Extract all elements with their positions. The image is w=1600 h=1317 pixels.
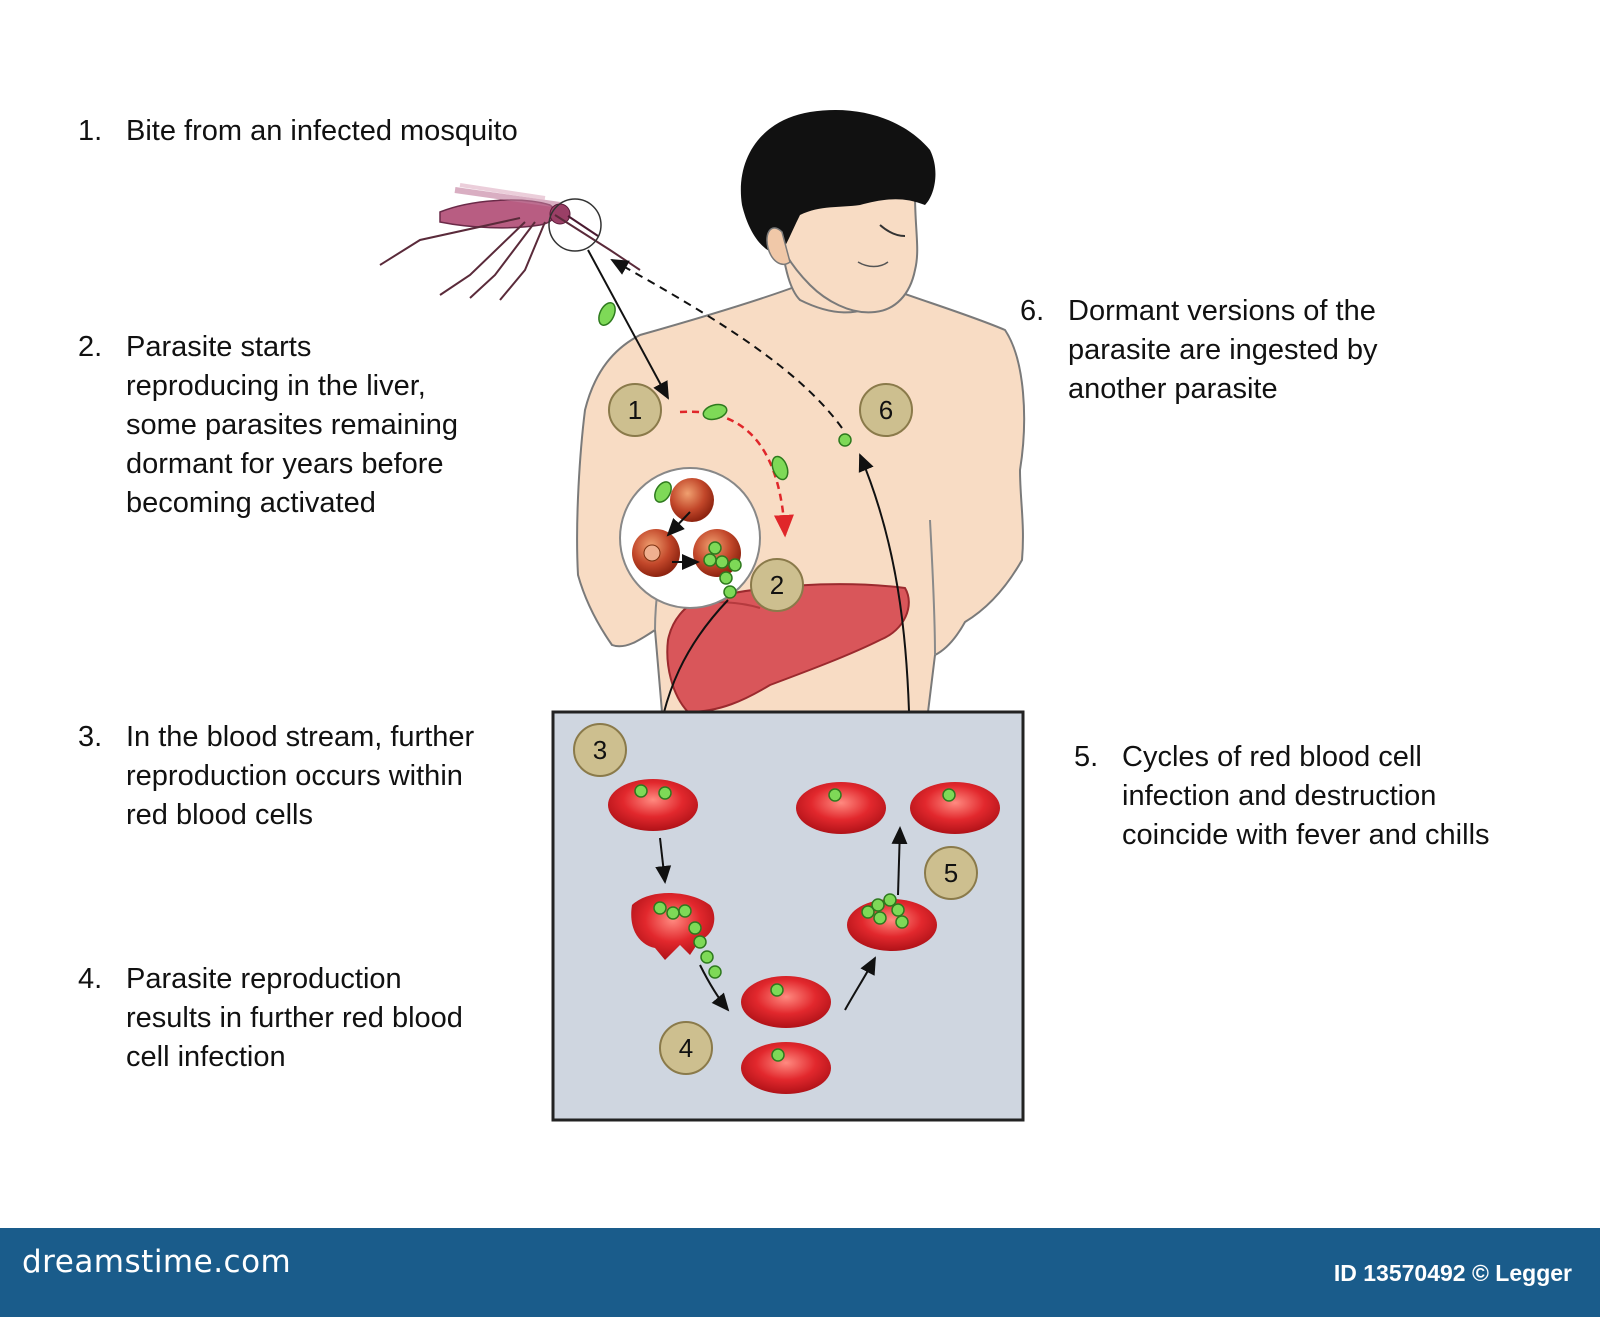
marker-4: 4: [659, 1021, 713, 1075]
step-line: reproduction occurs within: [126, 760, 463, 792]
step-line: Parasite starts: [126, 331, 312, 363]
step-line: infection and destruction: [1122, 780, 1437, 812]
step-4-caption: 4. Parasite reproduction results in furt…: [78, 960, 463, 1077]
svg-text:4: 4: [679, 1033, 693, 1063]
svg-text:3: 3: [593, 735, 607, 765]
blood-parasites: [634, 784, 956, 1062]
marker-2: 2: [750, 558, 804, 612]
step-number: 6.: [1020, 295, 1045, 327]
bite-highlight-circle: [548, 198, 602, 252]
svg-text:1: 1: [628, 395, 642, 425]
ear: [766, 227, 791, 266]
step-line: parasite are ingested by: [1068, 334, 1378, 366]
footer-bar: dreamstime.com ID 13570492 © Legger: [0, 1228, 1600, 1317]
step-number: 5.: [1074, 741, 1099, 773]
brand-logo[interactable]: dreamstime.com: [22, 1244, 292, 1280]
step-number: 4.: [78, 963, 103, 995]
step-number: 2.: [78, 331, 103, 363]
hair: [740, 109, 936, 255]
svg-text:2: 2: [770, 570, 784, 600]
step-line: Parasite reproduction: [126, 963, 402, 995]
liver: [666, 583, 910, 714]
step-1-caption: 1. Bite from an infected mosquito: [78, 112, 518, 151]
marker-1: 1: [608, 383, 662, 437]
marker-6: 6: [859, 383, 913, 437]
step-line: red blood cells: [126, 799, 313, 831]
image-credit: ID 13570492 © Legger: [1333, 1260, 1572, 1286]
step-line: Dormant versions of the: [1068, 295, 1376, 327]
step-5-caption: 5. Cycles of red blood cell infection an…: [1074, 738, 1490, 855]
step-line: some parasites remaining: [126, 409, 459, 441]
step-number: 1.: [78, 115, 103, 147]
malaria-lifecycle-illustration: 1 2 3 4 5 6: [379, 109, 1026, 1122]
liver-cell-inset: [619, 467, 761, 609]
step-line: In the blood stream, further: [126, 721, 475, 753]
arrow-bite-to-body: [587, 249, 669, 400]
arrow-dormant-to-mosquito: [610, 259, 843, 429]
step-line: cell infection: [126, 1041, 286, 1073]
step-3-caption: 3. In the blood stream, further reproduc…: [78, 718, 474, 835]
svg-text:5: 5: [944, 858, 958, 888]
step-2-caption: 2. Parasite starts reproducing in the li…: [78, 328, 458, 523]
step-line: Bite from an infected mosquito: [126, 115, 518, 147]
step-line: results in further red blood: [126, 1002, 463, 1034]
svg-text:6: 6: [879, 395, 893, 425]
red-blood-cells: [608, 779, 1000, 1094]
marker-3: 3: [573, 723, 627, 777]
marker-5: 5: [924, 846, 978, 900]
step-line: becoming activated: [126, 487, 376, 519]
blood-arrows: [655, 826, 908, 1012]
step-line: Cycles of red blood cell: [1122, 741, 1422, 773]
parasites: [598, 301, 852, 599]
step-line: reproducing in the liver,: [126, 370, 426, 402]
mouth: [857, 261, 889, 268]
step-line: dormant for years before: [126, 448, 444, 480]
mosquito: [379, 183, 641, 301]
step-line: another parasite: [1068, 373, 1278, 405]
eye: [879, 224, 906, 237]
step-markers: 1 2 3 4 5 6: [573, 383, 978, 1075]
arm-line-right: [929, 519, 936, 656]
step-line: coincide with fever and chills: [1122, 819, 1490, 851]
step-6-caption: 6. Dormant versions of the parasite are …: [1020, 292, 1378, 409]
step-number: 3.: [78, 721, 103, 753]
